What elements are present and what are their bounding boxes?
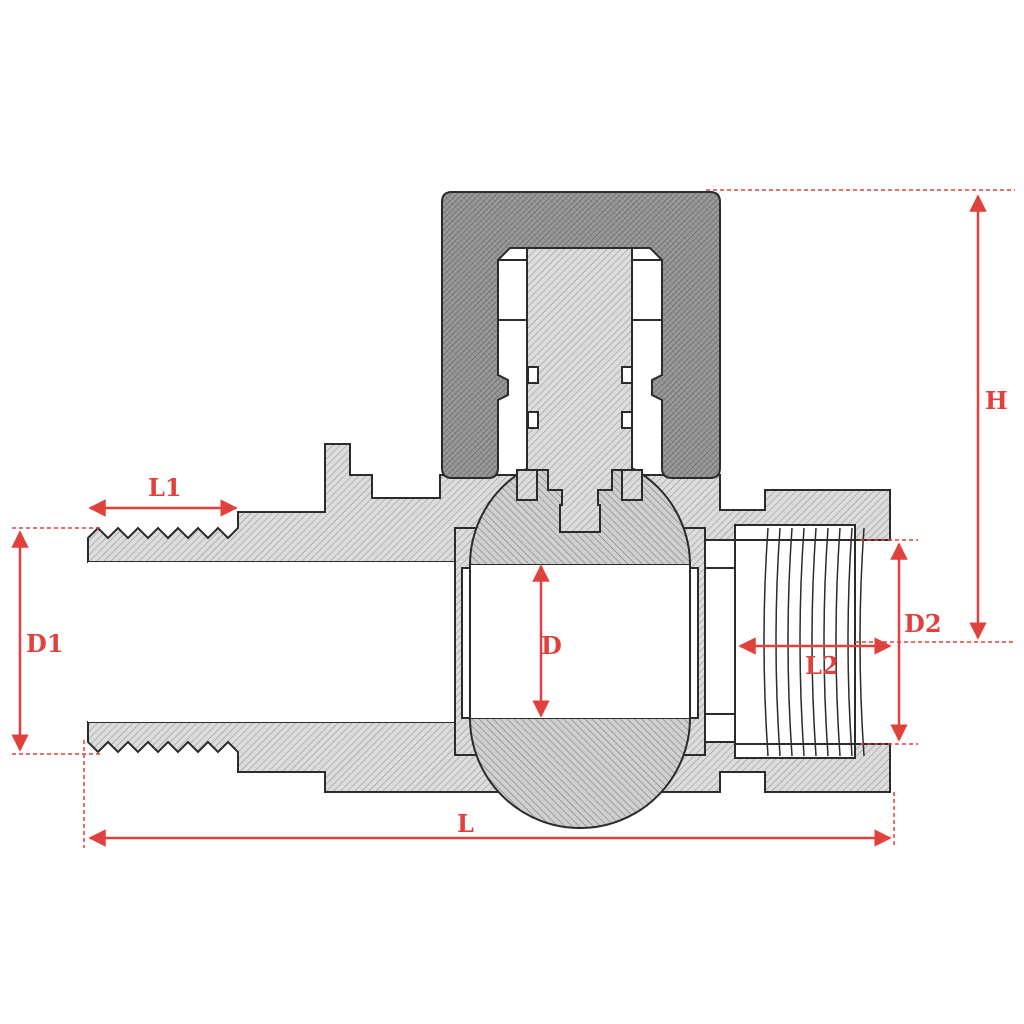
label-l2: L2 [805,651,839,680]
handle-cap [441,191,721,479]
stem-collar-right [621,469,643,501]
union-nut [734,527,865,757]
label-l: L [457,809,474,838]
ball-bottom-cap [468,717,692,829]
label-h: H [985,386,1008,415]
cap-cavity-right [631,259,663,321]
inlet-bore [88,562,455,722]
stem [516,247,643,533]
stem-notch [621,366,633,384]
outlet-bore [704,567,736,715]
stem-body [526,247,633,533]
stem-notch [527,366,539,384]
label-l1: L1 [148,473,182,502]
stem-notch [621,411,633,429]
label-d1: D1 [26,629,64,658]
dimensions: L1 D1 D D2 L2 H L [11,189,1015,848]
cap-shell [441,191,721,479]
stem-notch [527,411,539,429]
ball-port [470,565,690,718]
label-d2: D2 [904,609,942,638]
label-d: D [541,631,562,660]
stem-collar-left [516,469,538,501]
cap-cavity-left [497,259,528,321]
